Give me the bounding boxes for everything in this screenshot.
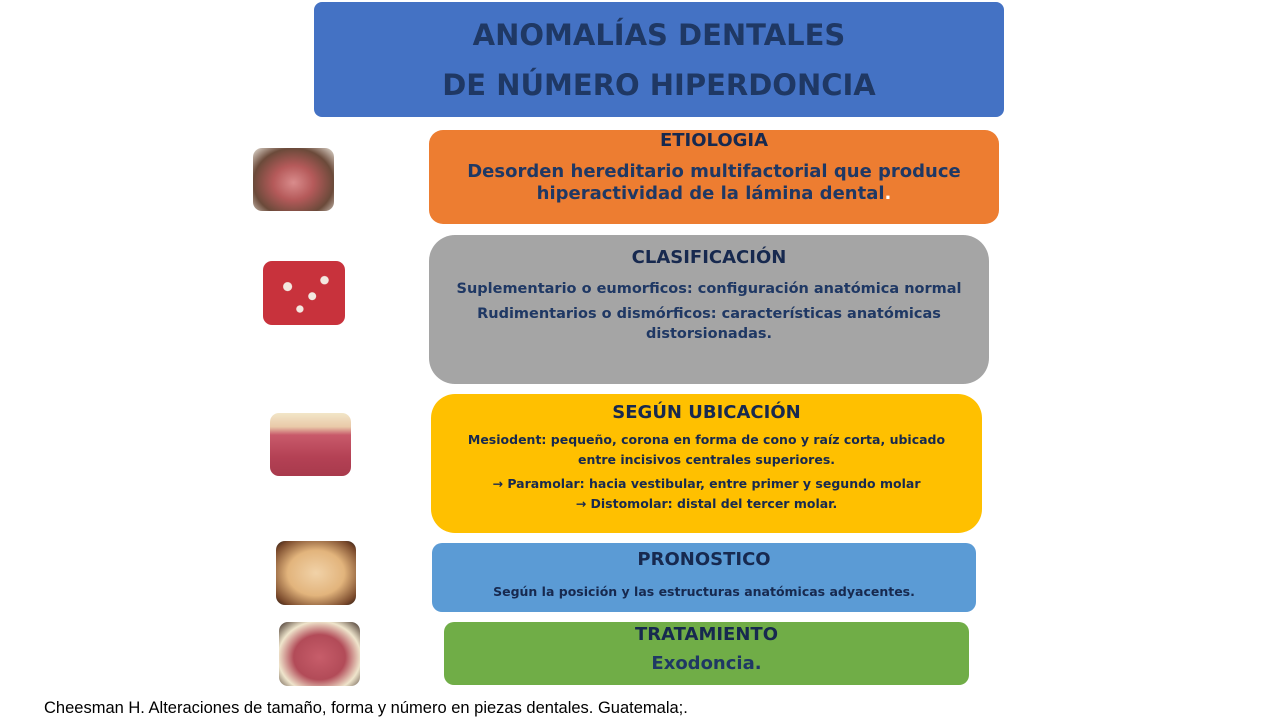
title-line-2: DE NÚMERO HIPERDONCIA <box>442 68 876 102</box>
ubicacion-panel: SEGÚN UBICACIÓN Mesiodent: pequeño, coro… <box>431 394 982 533</box>
etiologia-trailing-dot: . <box>884 183 892 204</box>
ubicacion-mesiodent: Mesiodent: pequeño, corona en forma de c… <box>467 432 946 467</box>
clasificacion-rudimentarios: Rudimentarios o dismórficos: característ… <box>477 306 941 342</box>
dental-photo-pronostico <box>276 541 356 605</box>
tratamiento-heading: TRATAMIENTO <box>634 624 779 645</box>
etiologia-heading: ETIOLOGIA <box>659 130 769 151</box>
etiologia-panel: ETIOLOGIA Desorden hereditario multifact… <box>429 130 999 224</box>
dental-photo-tratamiento <box>279 622 360 686</box>
tratamiento-body: Exodoncia. <box>651 653 762 674</box>
dental-photo-etiologia <box>253 148 334 211</box>
ubicacion-heading: SEGÚN UBICACIÓN <box>612 402 801 423</box>
clasificacion-heading: CLASIFICACIÓN <box>631 247 787 268</box>
etiologia-body-text: Desorden hereditario multifactorial que … <box>467 161 961 204</box>
dental-photo-ubicacion <box>270 413 351 476</box>
citation-text: Cheesman H. Alteraciones de tamaño, form… <box>44 699 688 717</box>
clasificacion-panel: CLASIFICACIÓN Suplementario o eumorficos… <box>429 235 989 384</box>
title-banner: ANOMALÍAS DENTALES DE NÚMERO HIPERDONCIA <box>314 2 1004 117</box>
tratamiento-panel: TRATAMIENTO Exodoncia. <box>444 622 969 685</box>
ubicacion-paramolar: → Paramolar: hacia vestibular, entre pri… <box>492 476 921 491</box>
etiologia-body: Desorden hereditario multifactorial que … <box>429 161 999 205</box>
clasificacion-suplementario: Suplementario o eumorficos: configuració… <box>456 281 962 297</box>
ubicacion-distomolar: → Distomolar: distal del tercer molar. <box>575 496 838 511</box>
dental-photo-clasificacion <box>263 261 345 325</box>
pronostico-body: Según la posición y las estructuras anat… <box>493 584 915 599</box>
pronostico-heading: PRONOSTICO <box>637 549 771 570</box>
pronostico-panel: PRONOSTICO Según la posición y las estru… <box>432 543 976 612</box>
title-line-1: ANOMALÍAS DENTALES <box>472 18 846 52</box>
